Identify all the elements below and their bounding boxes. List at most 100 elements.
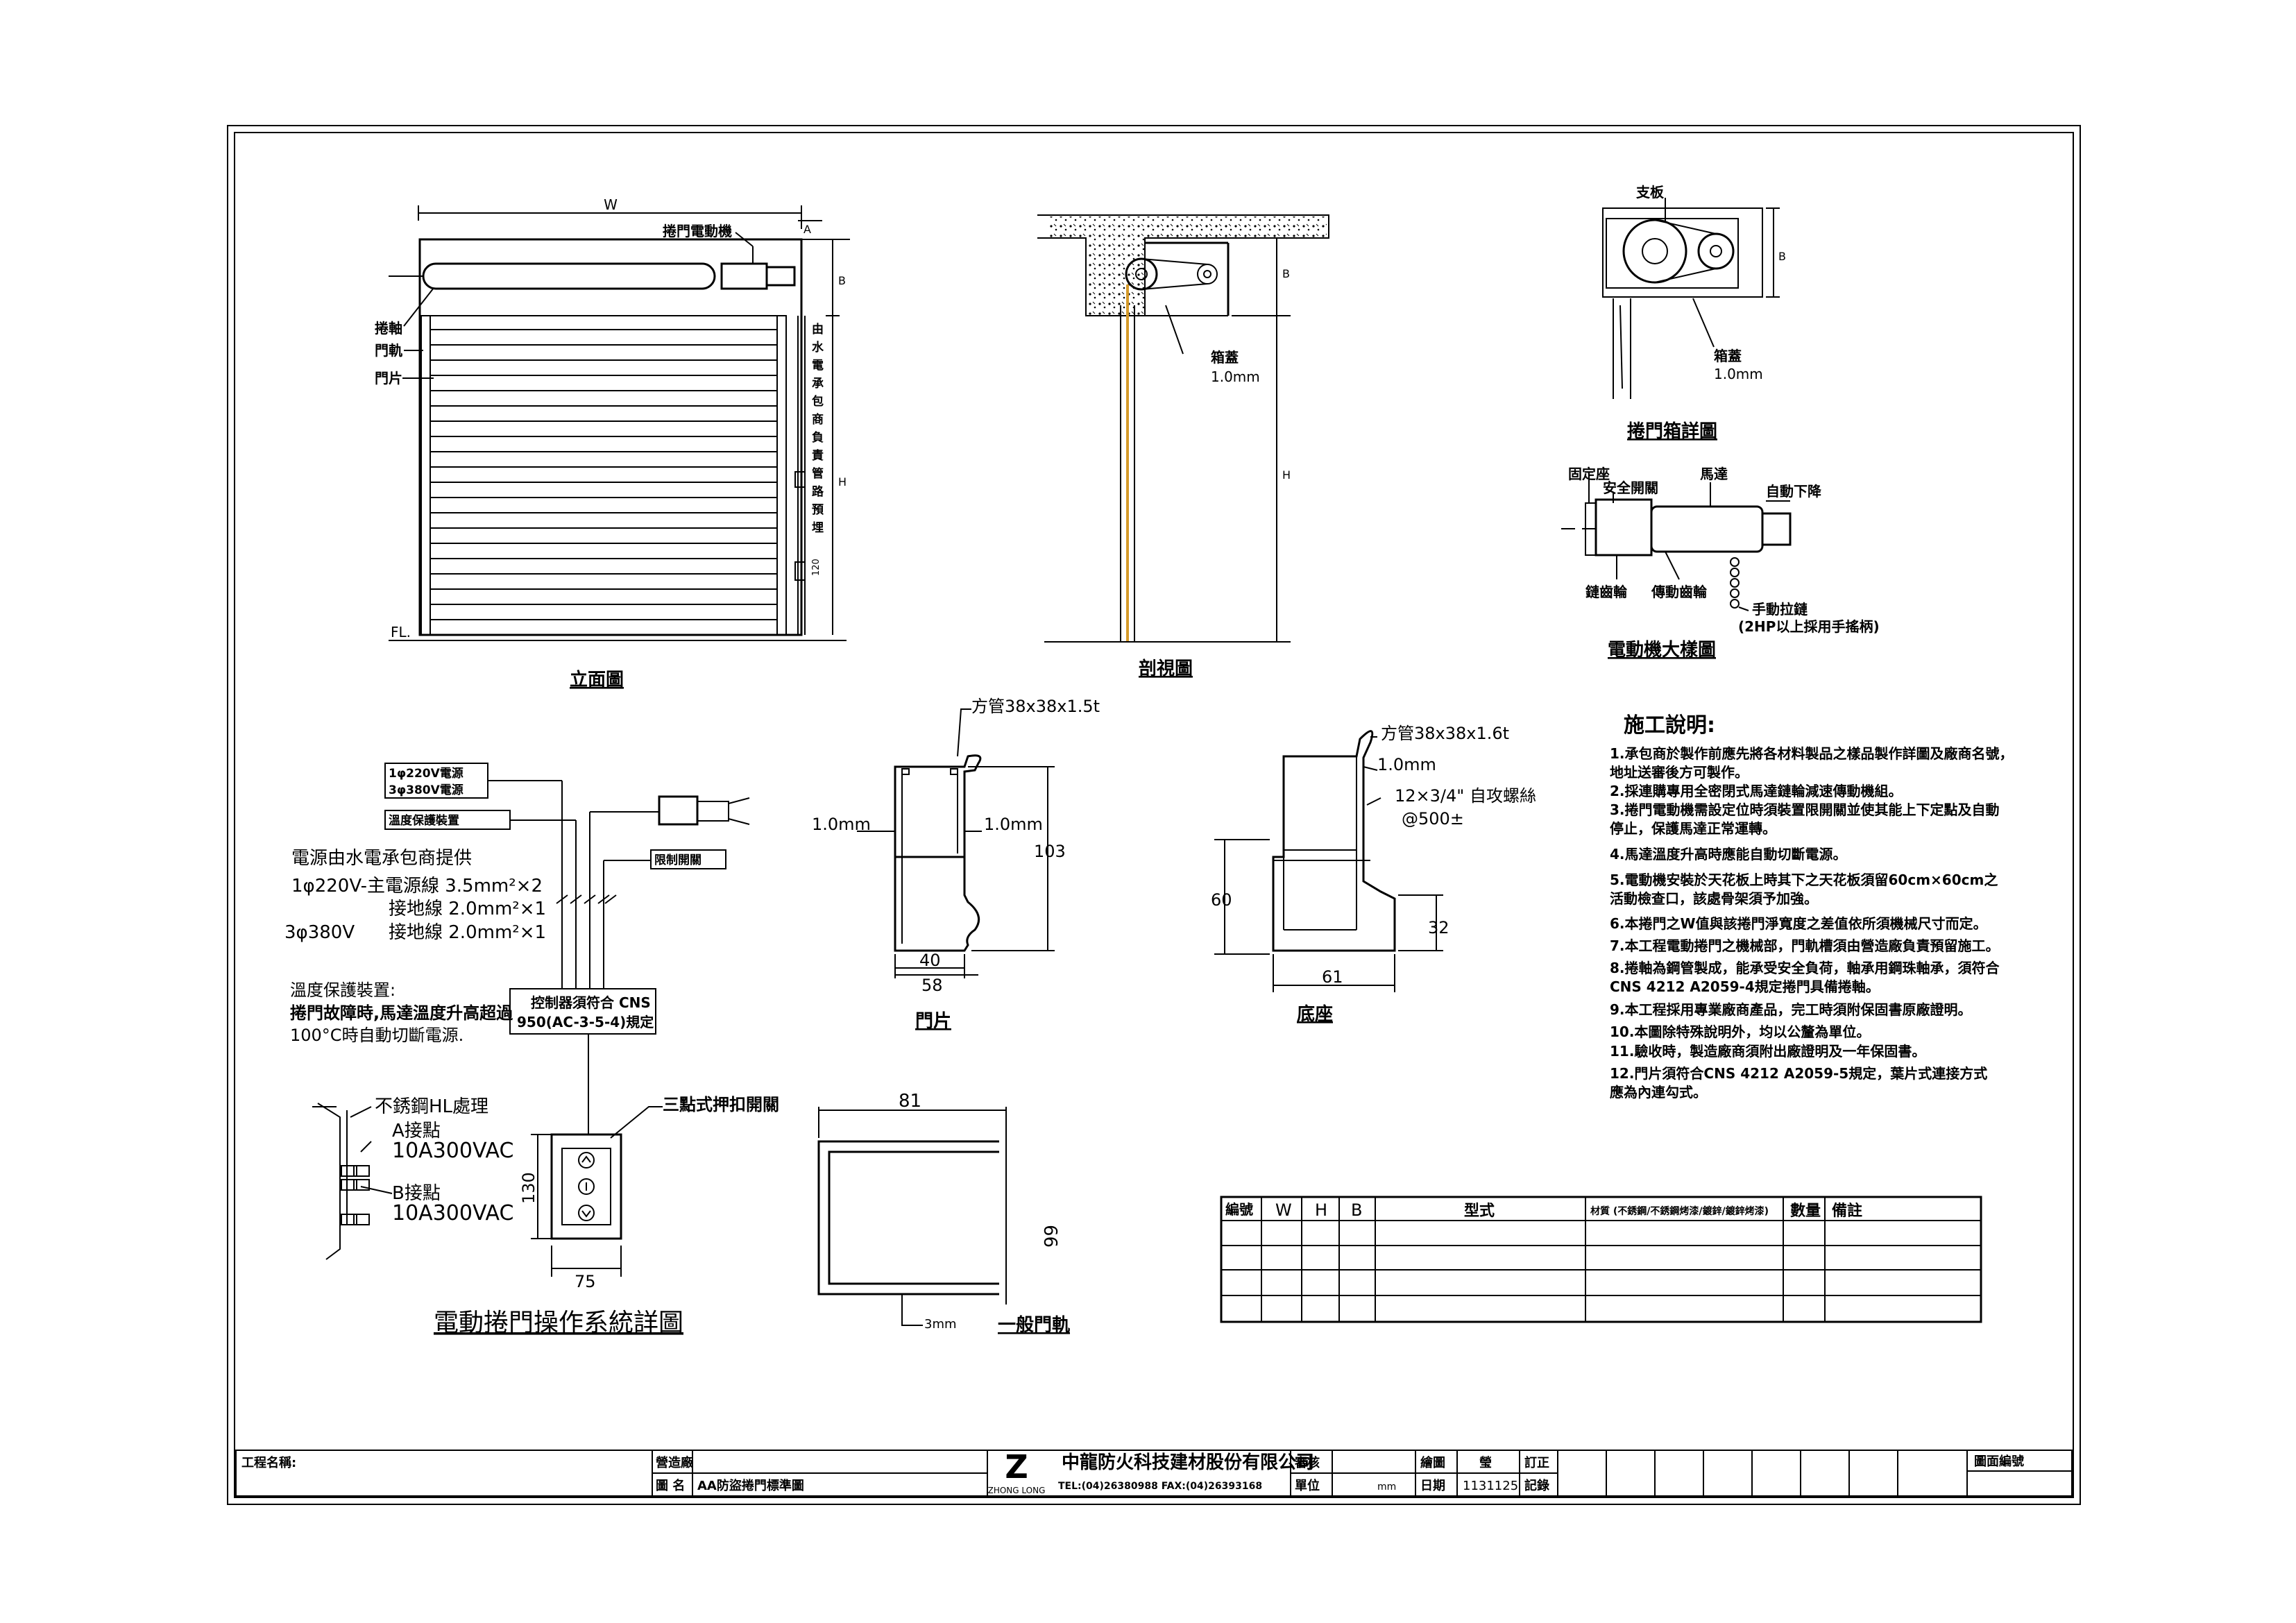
svg-text:12.門片須符合CNS 4212 A2059-5規定，葉片: 12.門片須符合CNS 4212 A2059-5規定，葉片式連接方式 — [1610, 1065, 1987, 1082]
sched-h-w: W — [1275, 1200, 1292, 1220]
motor-gear1: 鏈齒輪 — [1585, 584, 1628, 600]
base-tube: 方管38x38x1.6t — [1381, 724, 1509, 743]
tb-unit: mm — [1377, 1481, 1396, 1493]
box-title: 捲門箱詳圖 — [1627, 420, 1717, 442]
svg-text:水: 水 — [812, 340, 824, 355]
wiring-line3a: 3φ380V — [284, 922, 355, 943]
rail-title: 一般門軌 — [998, 1315, 1070, 1336]
schedule-table: 編號 W H B 型式 材質 (不銹鋼/不銹鋼烤漆/鍍鋅/鍍鋅烤漆) 數量 備註 — [1220, 1196, 1982, 1323]
tb-drawing-label: 圖 名 — [656, 1478, 685, 1493]
rail-h: 66 — [1039, 1225, 1060, 1248]
svg-text:責: 責 — [812, 448, 824, 463]
svg-text:2.採連購專用全密閉式馬達鏈輪減速傳動機組。: 2.採連購專用全密閉式馬達鏈輪減速傳動機組。 — [1610, 783, 1903, 799]
motor-motor: 馬達 — [1700, 466, 1728, 482]
box-detail: 支板 箱蓋 1.0mm B 捲門箱詳圖 — [1602, 184, 1786, 442]
wiring-temp-2: 100°C時自動切斷電源. — [290, 1026, 464, 1045]
box-cover: 箱蓋 — [1714, 348, 1742, 364]
tb-rev2: 記錄 — [1524, 1478, 1549, 1493]
elev-120: 120 — [811, 559, 822, 576]
sched-h-no: 編號 — [1225, 1201, 1253, 1218]
svg-text:承: 承 — [812, 377, 824, 391]
svg-text:8.捲軸為鋼管製成，能承受安全負荷，軸承用鋼珠軸承，須符合: 8.捲軸為鋼管製成，能承受安全負荷，軸承用鋼珠軸承，須符合 — [1610, 960, 2000, 976]
elev-motor-label: 捲門電動機 — [663, 223, 732, 239]
motor-safety: 安全開關 — [1603, 479, 1658, 496]
wiring-title: 電動捲門操作系統詳圖 — [434, 1309, 683, 1337]
sched-h-mat: 材質 (不銹鋼/不銹鋼烤漆/鍍鋅/鍍鋅烤漆) — [1590, 1205, 1769, 1217]
motor-title: 電動機大樣圖 — [1608, 639, 1716, 661]
outer-frame — [227, 125, 2081, 1505]
tb-sheet-no: 圖面編號 — [1974, 1454, 2024, 1469]
sched-h-note: 備註 — [1832, 1202, 1862, 1220]
svg-text:1.承包商於製作前應先將各材料製品之樣品製作詳圖及廠商名號，: 1.承包商於製作前應先將各材料製品之樣品製作詳圖及廠商名號， — [1610, 745, 2014, 762]
tb-date-label: 日期 — [1420, 1479, 1445, 1493]
motor-chain: 手動拉鏈 — [1752, 601, 1808, 618]
svg-text:CNS 4212 A2059-4規定捲門具備捲軸。: CNS 4212 A2059-4規定捲門具備捲軸。 — [1610, 978, 1880, 995]
slat-detail: 方管38x38x1.5t 1.0mm 1.0mm 103 40 58 門片 — [812, 697, 1100, 1032]
wiring-supply: 電源由水電承包商提供 — [291, 848, 472, 869]
svg-text:6.本捲門之W值與該捲門淨寬度之差值依所須機械尺寸而定。: 6.本捲門之W值與該捲門淨寬度之差值依所須機械尺寸而定。 — [1610, 915, 1987, 932]
wiring-w75: 75 — [575, 1272, 596, 1291]
wiring-b-val: 10A300VAC — [392, 1201, 514, 1225]
motor-auto: 自動下降 — [1766, 483, 1822, 500]
elev-slat-label: 門片 — [375, 370, 402, 386]
base-title: 底座 — [1297, 1003, 1333, 1025]
section-b: B — [1282, 267, 1290, 280]
wiring-h130: 130 — [519, 1172, 538, 1204]
rail-t: 3mm — [924, 1317, 957, 1332]
wiring-limit: 限制開關 — [654, 853, 701, 867]
motor-gear2: 傳動齒輪 — [1651, 584, 1708, 600]
rail-w: 81 — [899, 1091, 921, 1112]
svg-text:應為內連勾式。: 應為內連勾式。 — [1610, 1084, 1707, 1101]
slat-w1: 40 — [919, 951, 941, 970]
wiring-b-pt: B接點 — [392, 1183, 441, 1204]
svg-text:3.捲門電動機需設定位時須裝置限開關並使其能上下定點及自動: 3.捲門電動機需設定位時須裝置限開關並使其能上下定點及自動 — [1610, 801, 2000, 818]
wiring-power2: 3φ380V電源 — [389, 783, 464, 797]
wiring-ctrl-1: 控制器須符合 CNS — [531, 994, 651, 1011]
slat-w2: 58 — [921, 976, 943, 995]
notes-title: 施工說明: — [1624, 713, 1715, 738]
base-h32: 32 — [1428, 918, 1449, 937]
svg-text:地址送審後方可製作。: 地址送審後方可製作。 — [1610, 764, 1749, 781]
tb-project-label: 工程名稱: — [241, 1455, 296, 1470]
tb-company: 中龍防火科技建材股份有限公司 — [1062, 1452, 1314, 1473]
wiring-temp-1: 捲門故障時,馬達溫度升高超過 — [290, 1003, 513, 1023]
box-cover-t: 1.0mm — [1714, 366, 1763, 382]
box-b: B — [1778, 250, 1786, 263]
svg-text:路: 路 — [812, 484, 824, 499]
base-t: 1.0mm — [1377, 755, 1436, 774]
slat-h: 103 — [1034, 842, 1066, 861]
wiring-line2: 接地線 2.0mm²×1 — [389, 899, 546, 919]
sched-h-qty: 數量 — [1790, 1203, 1821, 1220]
svg-text:商: 商 — [812, 412, 824, 427]
elev-h: H — [838, 475, 847, 488]
base-h60: 60 — [1211, 890, 1232, 910]
section-cover: 箱蓋 — [1211, 349, 1239, 366]
svg-text:預: 預 — [812, 503, 824, 517]
wiring-sw3: 三點式押扣開關 — [663, 1095, 779, 1114]
tb-date: 1131125 — [1463, 1479, 1518, 1493]
svg-text:4.馬達溫度升高時應能自動切斷電源。: 4.馬達溫度升高時應能自動切斷電源。 — [1610, 846, 1847, 863]
slat-tube: 方管38x38x1.5t — [971, 697, 1100, 716]
box-bracket: 支板 — [1636, 184, 1665, 201]
elevation-view: W 捲門電動機 A B H — [375, 196, 850, 690]
wiring-temp-title: 溫度保護裝置: — [290, 980, 396, 1000]
motor-detail: 固定座 安全開關 馬達 自動下降 鏈齒輪 傳動齒輪 手動拉鏈 (2HP以上採用手… — [1561, 466, 1880, 661]
base-screw: 12×3/4" 自攻螺絲 — [1395, 786, 1536, 806]
elev-fl: FL. — [391, 624, 411, 640]
section-h: H — [1282, 468, 1291, 482]
title-block: 工程名稱: 營造廠 圖 名 AA防盜捲門標準圖 Z ZHONG LONG 中龍防… — [235, 1448, 2073, 1497]
wiring-ctrl-2: 950(AC-3-5-4)規定 — [517, 1014, 654, 1030]
wiring-ss: 不銹鋼HL處理 — [375, 1096, 488, 1117]
elev-vertical-note: 由 水 電 承 包 商 負 責 管 路 預 埋 — [812, 322, 824, 535]
wiring-power1: 1φ220V電源 — [389, 766, 464, 781]
rail-detail: 81 66 3mm 一般門軌 — [817, 1091, 1070, 1336]
wiring-a-pt: A接點 — [392, 1121, 441, 1141]
wiring-a-val: 10A300VAC — [392, 1139, 514, 1163]
wiring-line3b: 接地線 2.0mm²×1 — [389, 922, 546, 943]
svg-text:管: 管 — [812, 466, 824, 481]
svg-text:負: 負 — [812, 431, 824, 445]
svg-text:9.本工程採用專業廠商產品，完工時須附保固書原廠證明。: 9.本工程採用專業廠商產品，完工時須附保固書原廠證明。 — [1610, 1001, 1972, 1018]
tb-unit-label: 單位 — [1295, 1478, 1320, 1493]
elev-rail-label: 門軌 — [375, 342, 402, 359]
